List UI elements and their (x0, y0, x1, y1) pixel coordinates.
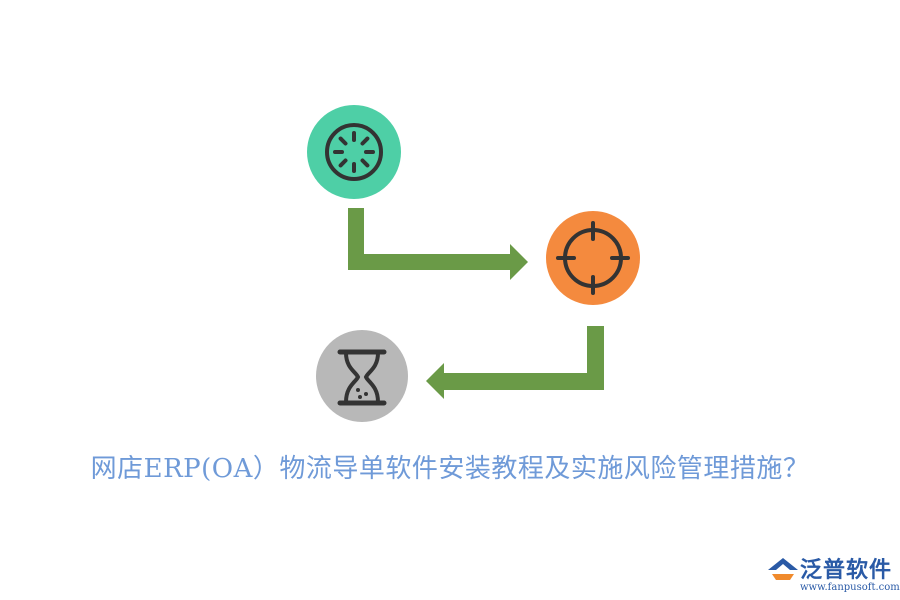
arrow-green-to-orange (348, 208, 528, 280)
step-1-node (307, 105, 401, 199)
arrow-orange-to-gray (426, 326, 604, 399)
crosshair-icon (556, 221, 630, 295)
brand-name: 泛普软件 (800, 558, 893, 583)
gear-loader-icon (325, 123, 383, 181)
workflow-diagram (307, 105, 640, 422)
step-3-node (316, 330, 408, 422)
brand-mark-icon (768, 558, 798, 580)
brand-url: www.fanpusoft.com (800, 582, 900, 593)
hourglass-icon (337, 349, 387, 406)
brand-logo[interactable]: 泛普软件 www.fanpusoft.com (760, 548, 900, 600)
step-2-node (546, 211, 640, 305)
diagram-caption: 网店ERP(OA）物流导单软件安装教程及实施风险管理措施？ (90, 454, 810, 484)
